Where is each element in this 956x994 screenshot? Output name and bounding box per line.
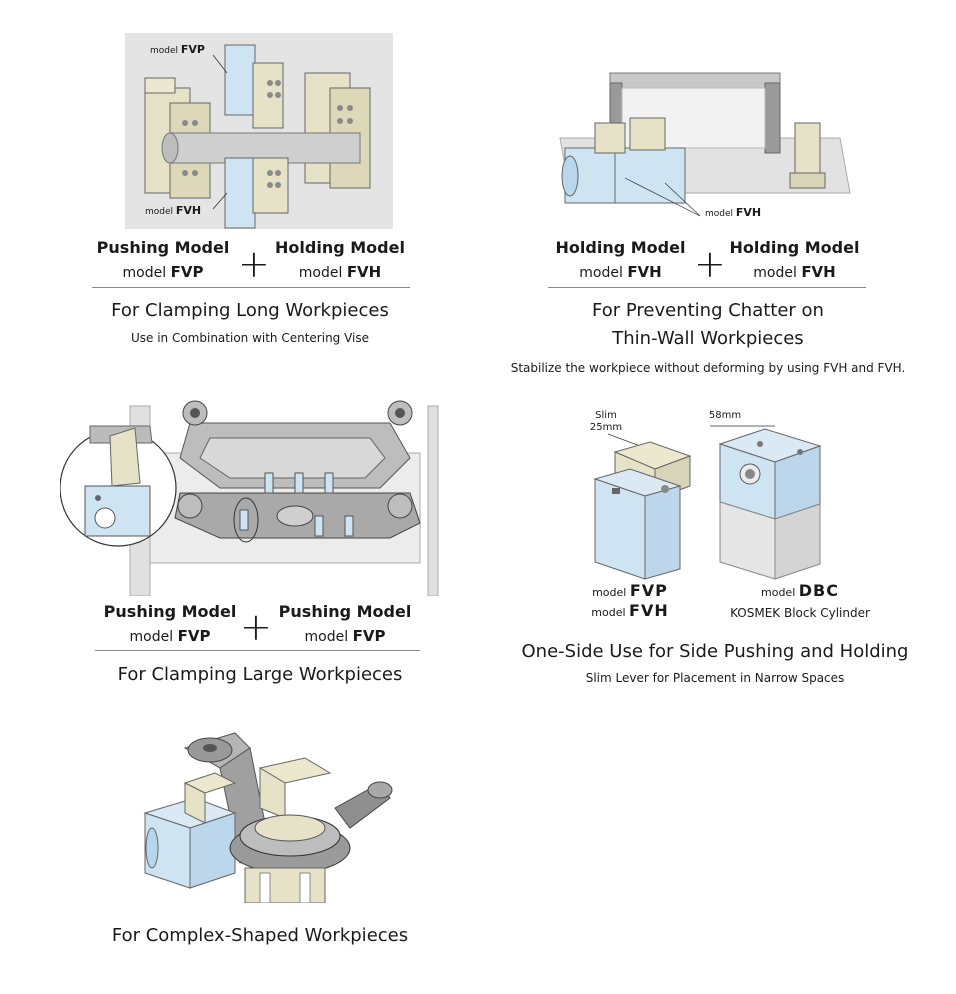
model-prefix: model <box>579 265 623 281</box>
pushing-model-heading: Pushing Model <box>278 602 412 621</box>
callout-prefix: model <box>150 46 179 56</box>
callout-prefix: model <box>145 207 174 217</box>
callout-fvh: model FVH <box>145 204 202 218</box>
dimension-slim-label: Slim 25mm <box>576 410 636 434</box>
section-title: For Complex-Shaped Workpieces <box>111 925 409 946</box>
pushing-model-code: model FVP <box>270 626 420 647</box>
dimension-line1: Slim <box>595 410 617 421</box>
section-description: Use in Combination with Centering Vise <box>130 331 370 345</box>
dimension-line2: 25mm <box>589 422 623 433</box>
model-code: FVP <box>629 581 668 600</box>
plus-sign: + <box>238 242 270 286</box>
holding-model-code: model FVH <box>722 262 867 283</box>
long-workpiece-illustration <box>125 33 393 229</box>
plus-sign: + <box>694 242 726 286</box>
model-dbc-label: model DBC <box>730 582 870 602</box>
section-title: For Clamping Long Workpieces <box>111 300 389 321</box>
model-prefix: model <box>122 265 167 281</box>
section-title: For Clamping Large Workpieces <box>117 664 403 685</box>
divider <box>95 650 420 651</box>
model-prefix: model <box>592 586 627 599</box>
model-code: DBC <box>798 581 839 600</box>
slim-lever-comparison-illustration <box>590 424 840 582</box>
section-title-line1: For Preventing Chatter on <box>592 300 824 321</box>
holding-model-heading: Holding Model <box>729 238 860 257</box>
complex-workpiece-illustration <box>140 728 400 903</box>
callout-fvp: model FVP <box>150 44 205 57</box>
holding-model-code: model FVH <box>270 262 410 283</box>
thin-wall-illustration <box>550 68 860 228</box>
dimension-58mm-label: 58mm <box>700 410 750 422</box>
model-code: FVP <box>170 263 204 281</box>
pushing-model-code: model FVP <box>92 262 234 283</box>
pushing-model-heading: Pushing Model <box>103 602 237 621</box>
model-fvp-label: model FVP <box>570 582 690 602</box>
divider <box>548 287 866 288</box>
dimension-value: 58mm <box>708 410 742 421</box>
model-prefix: model <box>591 606 626 619</box>
model-prefix: model <box>761 586 796 599</box>
divider <box>92 287 410 288</box>
section-title-line2: Thin-Wall Workpieces <box>612 328 804 349</box>
model-code: FVP <box>352 627 386 645</box>
holding-model-heading: Holding Model <box>275 238 405 257</box>
callout-prefix: model <box>705 209 734 219</box>
callout-fvh: model FVH <box>705 207 761 220</box>
model-code: FVH <box>346 263 382 281</box>
callout-code: FVP <box>180 43 205 56</box>
model-prefix: model <box>753 265 797 281</box>
model-fvh-label: model FVH <box>570 602 690 622</box>
plus-sign: + <box>240 605 272 649</box>
model-prefix: model <box>298 265 343 281</box>
pushing-model-code: model FVP <box>95 626 245 647</box>
large-workpiece-illustration <box>60 398 440 596</box>
pushing-model-heading: Pushing Model <box>96 238 230 257</box>
model-dbc-description: KOSMEK Block Cylinder <box>730 606 870 620</box>
callout-code: FVH <box>735 206 762 219</box>
model-code: FVH <box>627 263 662 281</box>
model-code: FVP <box>177 627 211 645</box>
holding-model-code: model FVH <box>548 262 693 283</box>
model-code: FVH <box>629 601 669 620</box>
model-prefix: model <box>304 629 349 645</box>
callout-code: FVH <box>175 204 202 217</box>
model-code: FVH <box>801 263 836 281</box>
holding-model-heading: Holding Model <box>555 238 686 257</box>
section-description: Stabilize the workpiece without deformin… <box>510 361 906 375</box>
section-title: One-Side Use for Side Pushing and Holdin… <box>521 641 909 662</box>
model-prefix: model <box>129 629 174 645</box>
section-description: Slim Lever for Placement in Narrow Space… <box>585 671 845 685</box>
